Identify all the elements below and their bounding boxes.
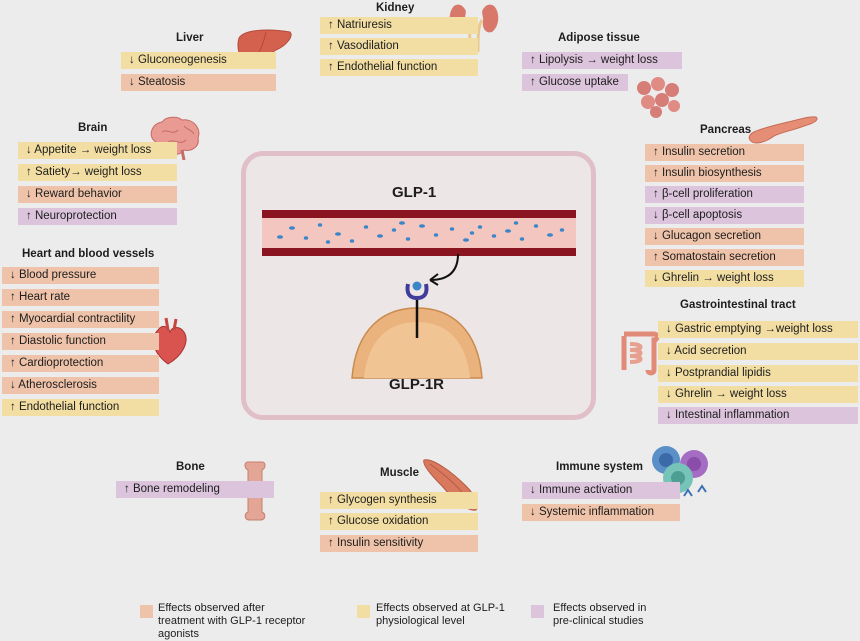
glp1-molecule [303, 236, 309, 240]
effect-diastolic-function: ↑ Diastolic function [2, 333, 159, 350]
kidney-title: Kidney [376, 2, 415, 14]
effect-gi-ghrelin: ↓ Ghrelin → weight loss [658, 386, 858, 403]
effect-natriuresis: ↑ Natriuresis [320, 17, 478, 34]
glp1-molecule [419, 224, 425, 228]
brain-title: Brain [78, 122, 108, 134]
glp1-molecule [449, 227, 455, 231]
legend-text-agonists: Effects observed after treatment with GL… [158, 602, 306, 640]
blood-vessel-illustration [262, 210, 576, 256]
glp1-molecule [363, 225, 369, 229]
effect-pancreas-ghrelin: ↓ Ghrelin → weight loss [645, 270, 804, 287]
effect-insulin-biosynthesis: ↑ Insulin biosynthesis [645, 165, 804, 182]
glp1-molecule [289, 226, 295, 230]
glp1-molecule [433, 233, 439, 237]
glp1-molecule [491, 234, 497, 238]
glp1-molecule [317, 223, 323, 227]
effect-intestinal-inflammation: ↓ Intestinal inflammation [658, 407, 858, 424]
immune-cells-icon [652, 446, 708, 497]
legend-text-physiological: Effects observed at GLP-1 physiological … [376, 602, 505, 627]
glp1-molecule [559, 228, 565, 232]
bound-glp1-molecule [412, 281, 422, 291]
glp1-molecule [277, 235, 283, 239]
effect-reward-behavior: ↓ Reward behavior [18, 186, 177, 203]
effect-postprandial-lipids: ↓ Postprandial lipidis [658, 365, 858, 382]
legend-swatch-physiological [357, 605, 370, 618]
glp1-molecule [335, 232, 341, 236]
muscle-title: Muscle [380, 467, 419, 479]
immune-system-title: Immune system [556, 461, 643, 473]
effect-vasodilation: ↑ Vasodilation [320, 38, 478, 55]
pancreas-icon [748, 116, 818, 144]
effect-steatosis: ↓ Steatosis [121, 74, 276, 91]
effect-myocardial-contractility: ↑ Myocardial contractility [2, 311, 159, 328]
glp1-molecule [391, 228, 397, 232]
glp1-molecule [469, 231, 475, 235]
effect-satiety: ↑ Satiety→ weight loss [18, 164, 177, 181]
effect-appetite: ↓ Appetite → weight loss [18, 142, 177, 159]
glp1-molecules [277, 221, 565, 244]
effect-vascular-endothelial-function: ↑ Endothelial function [2, 399, 159, 416]
bone-title: Bone [176, 461, 205, 473]
vessel-wall-top [262, 210, 576, 218]
vessel-wall-bottom [262, 248, 576, 256]
effect-glucose-oxidation: ↑ Glucose oxidation [320, 513, 478, 530]
effect-glycogen-synthesis: ↑ Glycogen synthesis [320, 492, 478, 509]
glp1-molecule [477, 225, 483, 229]
heart-icon [152, 317, 187, 365]
effect-beta-cell-proliferation: ↑ β-cell proliferation [645, 186, 804, 203]
glp1-molecule [519, 237, 525, 241]
adipose-tissue-icon [637, 77, 680, 118]
glp1-molecule [533, 224, 539, 228]
glp1-molecule [405, 237, 411, 241]
effect-acid-secretion: ↓ Acid secretion [658, 343, 858, 360]
pancreas-title: Pancreas [700, 124, 752, 136]
binding-arrow-icon [429, 253, 459, 286]
effect-beta-cell-apoptosis: ↓ β-cell apoptosis [645, 207, 804, 224]
effect-neuroprotection: ↑ Neuroprotection [18, 208, 177, 225]
effect-bone-remodeling: ↑ Bone remodeling [116, 481, 274, 498]
legend-swatch-agonists [140, 605, 153, 618]
glp1-molecule [377, 234, 383, 238]
glp1-molecule [547, 233, 553, 237]
effect-kidney-endothelial-function: ↑ Endothelial function [320, 59, 478, 76]
glp1-receptor-illustration [351, 281, 483, 379]
glp1-molecule [463, 238, 469, 242]
effect-insulin-secretion: ↑ Insulin secretion [645, 144, 804, 161]
glp1-receptor-label: GLP-1R [389, 376, 445, 393]
glp1-molecule [399, 221, 405, 225]
gastrointestinal-tract-title: Gastrointestinal tract [680, 299, 796, 311]
legend-text-preclinical: Effects observed in pre-clinical studies [553, 602, 647, 627]
glp1-ligand-label: GLP-1 [392, 184, 437, 201]
legend-swatch-preclinical [531, 605, 544, 618]
glp1-molecule [325, 240, 331, 244]
effect-insulin-sensitivity: ↑ Insulin sensitivity [320, 535, 478, 552]
effect-somatostatin-secretion: ↑ Somatostain secretion [645, 249, 804, 266]
effect-heart-rate: ↑ Heart rate [2, 289, 159, 306]
vessel-lumen [262, 218, 576, 248]
glp1-molecule [349, 239, 355, 243]
effect-adipose-glucose-uptake: ↑ Glucose uptake [522, 74, 628, 91]
heart-and-blood-vessels-title: Heart and blood vessels [22, 248, 155, 260]
glp1-molecule [505, 229, 511, 233]
effect-gastric-emptying: ↓ Gastric emptying →weight loss [658, 321, 858, 338]
effect-glucagon-secretion: ↓ Glucagon secretion [645, 228, 804, 245]
glp1-molecule [513, 221, 519, 225]
liver-title: Liver [176, 32, 204, 44]
effect-blood-pressure: ↓ Blood pressure [2, 267, 159, 284]
effect-systemic-inflammation: ↓ Systemic inflammation [522, 504, 680, 521]
effect-immune-activation: ↓ Immune activation [522, 482, 680, 499]
effect-atherosclerosis: ↓ Atherosclerosis [2, 377, 159, 394]
effect-cardioprotection: ↑ Cardioprotection [2, 355, 159, 372]
adipose-tissue-title: Adipose tissue [558, 32, 640, 44]
effect-lipolysis: ↑ Lipolysis → weight loss [522, 52, 682, 69]
effect-gluconeogenesis: ↓ Gluconeogenesis [121, 52, 276, 69]
intestine-icon [621, 331, 660, 376]
